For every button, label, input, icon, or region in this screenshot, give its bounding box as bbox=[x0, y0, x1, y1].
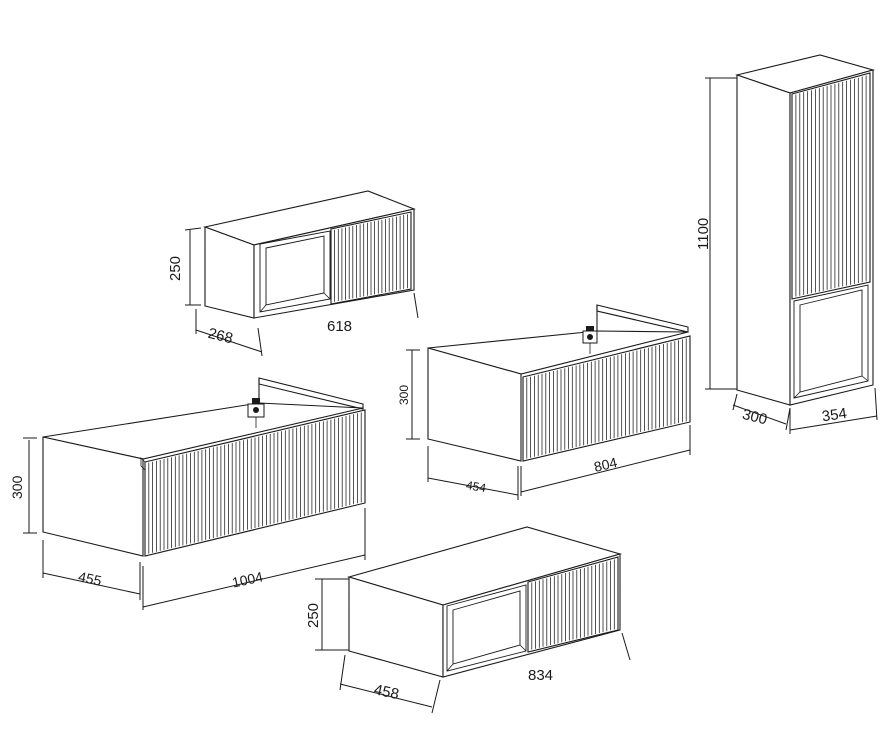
dim-label-depth: 454 bbox=[465, 478, 487, 495]
vanity-804: 300 454 804 bbox=[397, 304, 691, 500]
dim-label-width: 834 bbox=[528, 667, 553, 684]
door-flutes bbox=[531, 559, 615, 650]
dim-line-width bbox=[789, 415, 878, 431]
dim-label-depth: 458 bbox=[372, 681, 400, 703]
dim-line-width bbox=[142, 554, 366, 608]
wall-cabinet-618: 250 268 618 bbox=[167, 190, 419, 357]
dim-label-height: 300 bbox=[9, 475, 25, 499]
dim-label-depth: 455 bbox=[77, 568, 103, 589]
dim-line-depth bbox=[427, 477, 519, 496]
dim-label-depth: 300 bbox=[740, 406, 768, 429]
dim-line-depth bbox=[339, 683, 433, 708]
vanity-side-face bbox=[42, 436, 144, 557]
dim-label-height: 250 bbox=[305, 603, 322, 628]
dim-label-depth: 268 bbox=[206, 325, 234, 348]
dim-line-width bbox=[520, 449, 691, 493]
dim-line-depth bbox=[195, 329, 263, 353]
tall-cabinet-1100: 1100 300 354 bbox=[695, 54, 878, 434]
wall-cabinet-834: 250 458 834 bbox=[305, 526, 631, 714]
drawer-flutes bbox=[148, 412, 362, 554]
drawer-flutes bbox=[526, 338, 687, 459]
tap-icon bbox=[582, 326, 598, 354]
vanity-side-face bbox=[427, 347, 522, 462]
vanity-1004: 300 455 1004 bbox=[9, 377, 366, 610]
dim-label-width: 1004 bbox=[231, 568, 265, 590]
dim-line-depth bbox=[732, 404, 787, 425]
dim-label-width: 804 bbox=[592, 454, 619, 475]
cabinet-side-face bbox=[736, 74, 791, 406]
door-flutes bbox=[795, 75, 867, 297]
tap-icon bbox=[247, 398, 265, 428]
dim-label-height: 1100 bbox=[695, 218, 712, 250]
dim-label-height: 300 bbox=[397, 385, 411, 405]
door-flutes bbox=[334, 214, 408, 302]
dim-label-width: 618 bbox=[327, 318, 352, 335]
open-niche-back bbox=[799, 289, 863, 393]
vanity-back-panel bbox=[596, 304, 689, 333]
dim-label-width: 354 bbox=[821, 405, 848, 425]
dim-line-depth bbox=[42, 572, 141, 595]
dim-label-height: 250 bbox=[167, 256, 184, 281]
open-niche-back bbox=[265, 235, 325, 306]
